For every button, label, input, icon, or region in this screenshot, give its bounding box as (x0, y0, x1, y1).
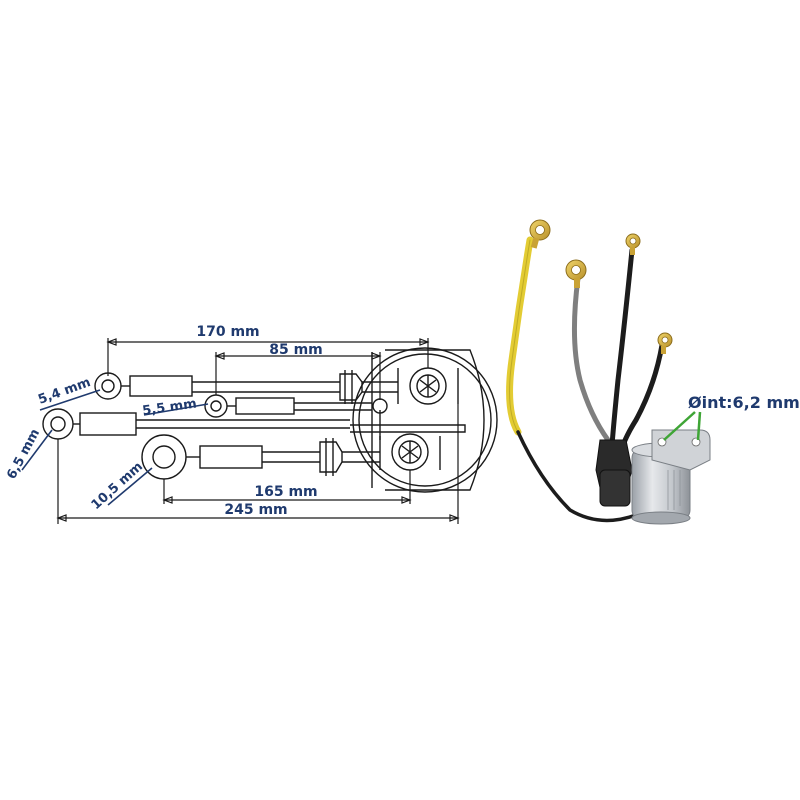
ring-terminal-grey (565, 259, 587, 288)
leader-6-5mm (21, 429, 53, 471)
wire-top (94, 370, 398, 404)
green-leader-left (663, 411, 696, 441)
inner-diameter-label: Øint:6,2 mm (688, 393, 800, 412)
condenser-body-outline (350, 347, 498, 493)
dim-label-165mm: 165 mm (254, 484, 317, 500)
black-wire-tall (609, 247, 635, 448)
product-photo: Øint:6,2 mm (506, 219, 800, 525)
ring-terminal-black-right (657, 332, 673, 354)
dimension-165mm (162, 470, 412, 504)
ring-terminal-black-tall (625, 233, 641, 255)
wire-bottom (141, 434, 380, 480)
leader-10-5mm (107, 467, 153, 506)
leader-5-4mm (39, 389, 101, 411)
green-leader-right (696, 411, 702, 441)
black-lead-bottom (516, 430, 638, 523)
dim-label-170mm: 170 mm (196, 324, 259, 340)
dimension-245mm (56, 404, 460, 524)
yellow-wire (506, 236, 534, 436)
ring-terminal-yellow (529, 219, 551, 249)
dim-label-85mm: 85 mm (269, 342, 323, 358)
dim-label-245mm: 245 mm (224, 502, 287, 518)
dim-label-5-5mm: 5,5 mm (141, 397, 197, 419)
dim-label-5-4mm: 5,4 mm (36, 375, 92, 408)
dimension-85mm (214, 352, 382, 400)
dim-label-6-5mm: 6,5 mm (4, 427, 43, 482)
leader-5-5mm (143, 403, 209, 416)
condenser-metal-body (631, 429, 711, 525)
technical-drawing: 170 mm 85 mm 5,4 mm 5,5 mm 6,5 mm 10,5 m… (4, 324, 498, 524)
grey-wire (571, 275, 611, 443)
wire-left (42, 408, 350, 440)
dimension-170mm (106, 338, 430, 376)
dim-label-10-5mm: 10,5 mm (89, 459, 146, 513)
